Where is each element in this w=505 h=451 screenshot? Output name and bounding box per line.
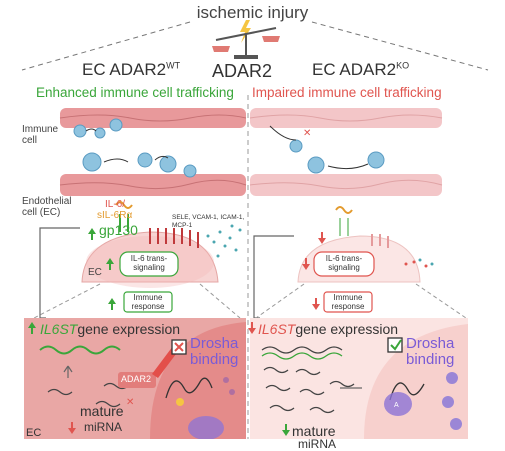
zoom-line-r2: [415, 283, 467, 319]
title-line-right: [311, 21, 489, 71]
gene-expression-ko: IL6STgene expression: [258, 321, 399, 337]
figure-title: ischemic injury: [196, 3, 309, 22]
mrna-waves-ko: [261, 346, 355, 414]
nucleus-wt: [150, 322, 246, 439]
gene-up-arrow: [28, 322, 36, 334]
figure-canvas: ✕: [21, 20, 489, 439]
pri-mirna-hairpin-wt: [165, 377, 213, 399]
drosha-binding-ko: Drosha binding: [406, 335, 455, 368]
wt-down-arrow: [68, 422, 76, 434]
up-arrow-icon: [88, 228, 116, 310]
mrna-small-wt-2: [103, 382, 129, 390]
trans-signaling-label-wt: IL-6 trans-signaling: [130, 254, 168, 273]
checkbox-x-mark: [174, 342, 184, 352]
header-wt: EC ADAR2WT: [82, 60, 181, 79]
secreted-dots-wt: [206, 224, 242, 258]
gene-expression-wt: IL6STgene expression: [40, 321, 181, 337]
mrna-wave-wt: [39, 345, 121, 355]
trafficking-arrow-1: [85, 128, 97, 132]
mature-label-wt: mature: [80, 403, 124, 419]
adar-x-icon: ✕: [126, 397, 134, 408]
drosha-a-label: A: [394, 402, 399, 409]
adar2-tag-label: ADAR2: [121, 374, 152, 384]
immune-response-label-wt: Immune response: [131, 293, 165, 312]
processing-complexes-ko: [442, 372, 462, 430]
immune-response-box-wt: [123, 291, 173, 313]
adar2-tag: [118, 372, 156, 388]
blocked-arrow: [269, 125, 297, 141]
adhesion-molecules: [149, 228, 199, 248]
mirna-label-ko: miRNA: [298, 437, 336, 451]
gp130-label: gp130: [99, 222, 138, 238]
immune-cells-wt: [73, 118, 197, 178]
ko-up-arrow: [282, 424, 290, 436]
trans-signaling-label-ko: IL-6 trans-signaling: [325, 254, 363, 273]
mirna-label-wt: miRNA: [84, 420, 122, 434]
endothelial-cell-label: Endothelial cell (EC): [22, 196, 72, 218]
il6-ligand-wt: [115, 201, 133, 209]
ko-flow-arrow: [327, 163, 369, 170]
edit-star-icon: [176, 398, 184, 406]
trafficking-arrow-2: [103, 158, 129, 163]
zoom-line-r1: [255, 283, 305, 319]
trans-signaling-box-wt: [119, 251, 179, 277]
zoom-line-l2: [199, 283, 241, 319]
il6-label: IL-6/: [105, 199, 126, 210]
immune-response-box-ko: [323, 291, 373, 313]
adhesion-molecules-ko: [371, 234, 389, 248]
sil6ra-label: sIL-6Rα: [97, 210, 133, 221]
ec-label: EC: [88, 267, 102, 278]
pri-mirna-hairpin-ko: [389, 382, 425, 401]
vessel-wt: [59, 108, 247, 196]
drosha-binding-wt: Drosha binding: [190, 335, 239, 368]
title-line-left: [21, 21, 191, 71]
lightning-icon: [240, 20, 251, 43]
adhesion-label: SELE, VCAM-1, ICAM-1, MCP-1: [172, 214, 245, 230]
zoom-line-l1: [33, 283, 101, 319]
drosha-complex-ko: [384, 392, 412, 416]
mature-label-ko: mature: [292, 423, 336, 439]
ec-corner-label: EC: [26, 427, 42, 439]
receptors-ko: [339, 218, 349, 236]
receptors-wt: [119, 214, 129, 232]
gene-down-arrow: [248, 322, 256, 334]
secreted-dots-ko: [404, 260, 428, 268]
scale-icon: [212, 27, 280, 59]
secreted-dots-ko-blue: [418, 258, 434, 266]
up-arrow-icon: [63, 365, 73, 378]
header-ko: EC ADAR2KO: [312, 60, 410, 79]
down-arrow-icon: [302, 232, 326, 310]
trans-signaling-box-ko: [313, 251, 375, 277]
checkbox-check-icon: [387, 337, 403, 353]
subtitle-wt: Enhanced immune cell trafficking: [36, 85, 234, 100]
immune-response-label-ko: Immune response: [331, 293, 365, 312]
drosha-dots-wt: [223, 377, 235, 395]
vessel-ko: [249, 108, 443, 196]
subtitle-ko: Impaired immune cell trafficking: [252, 85, 442, 100]
mrna-small-wt-1: [47, 388, 73, 396]
trafficking-arrow-3: [154, 155, 169, 161]
il6-ligand-ko: [335, 206, 353, 214]
immune-cell-label: Immune cell: [22, 124, 59, 146]
mrna-small-wt-3: [95, 400, 121, 408]
immune-cells-ko: [289, 139, 385, 174]
drosha-complex-wt: [188, 416, 224, 439]
checkbox-check-mark: [390, 339, 402, 351]
center-label: ADAR2: [212, 61, 273, 81]
blocked-x-icon: ✕: [303, 128, 311, 139]
